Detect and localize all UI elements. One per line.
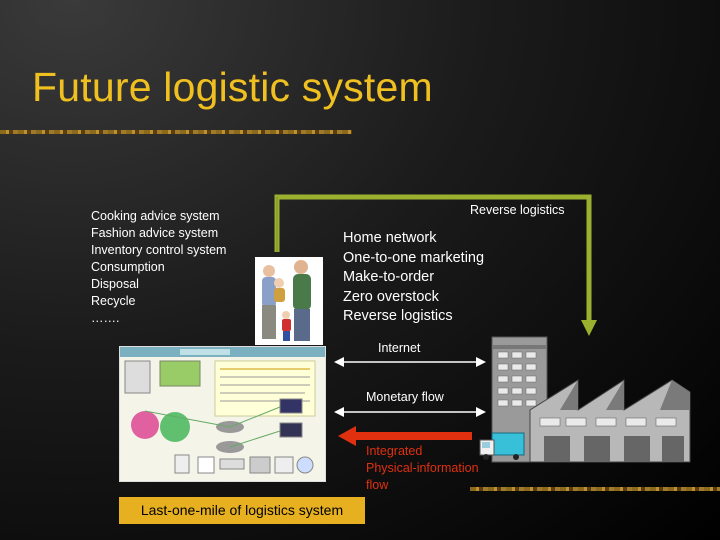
internet-label: Internet: [378, 341, 421, 355]
delivery-truck: [479, 432, 525, 460]
integrated-flow-label: Integrated Physical-information flow: [366, 443, 479, 494]
home-network-diagram: [119, 346, 326, 482]
integrated-flow-line: Integrated: [366, 444, 423, 458]
list-item: Make-to-order: [343, 269, 435, 285]
list-item: Zero overstock: [343, 288, 439, 305]
list-item: …….: [91, 311, 120, 325]
caption-box: Last-one-mile of logistics system: [119, 497, 365, 524]
list-item: Reverse logistics: [343, 308, 453, 324]
list-item: Fashion advice system: [91, 226, 219, 240]
monetary-flow-label: Monetary flow: [366, 390, 444, 404]
title-divider: [0, 130, 352, 134]
list-item: One-to-one marketing: [343, 249, 485, 266]
list-item: Recycle: [91, 294, 136, 308]
advice-systems-list: Cooking advice system Fashion advice sys…: [91, 208, 226, 327]
people-illustration: [255, 257, 323, 345]
bottom-divider: [470, 487, 720, 491]
integrated-flow-line: flow: [366, 478, 389, 492]
reverse-arrow-head: [581, 320, 597, 336]
marketing-features-list: Home network One-to-one marketing Make-t…: [343, 229, 484, 327]
reverse-logistics-label: Reverse logistics: [470, 203, 565, 217]
slide-title: Future logistic system: [32, 64, 433, 110]
list-item: Consumption: [91, 260, 165, 274]
list-item: Disposal: [91, 277, 139, 291]
list-item: Home network: [343, 230, 437, 246]
list-item: Cooking advice system: [91, 209, 220, 223]
integrated-flow-line: Physical-information: [366, 461, 479, 475]
list-item: Inventory control system: [91, 243, 227, 257]
